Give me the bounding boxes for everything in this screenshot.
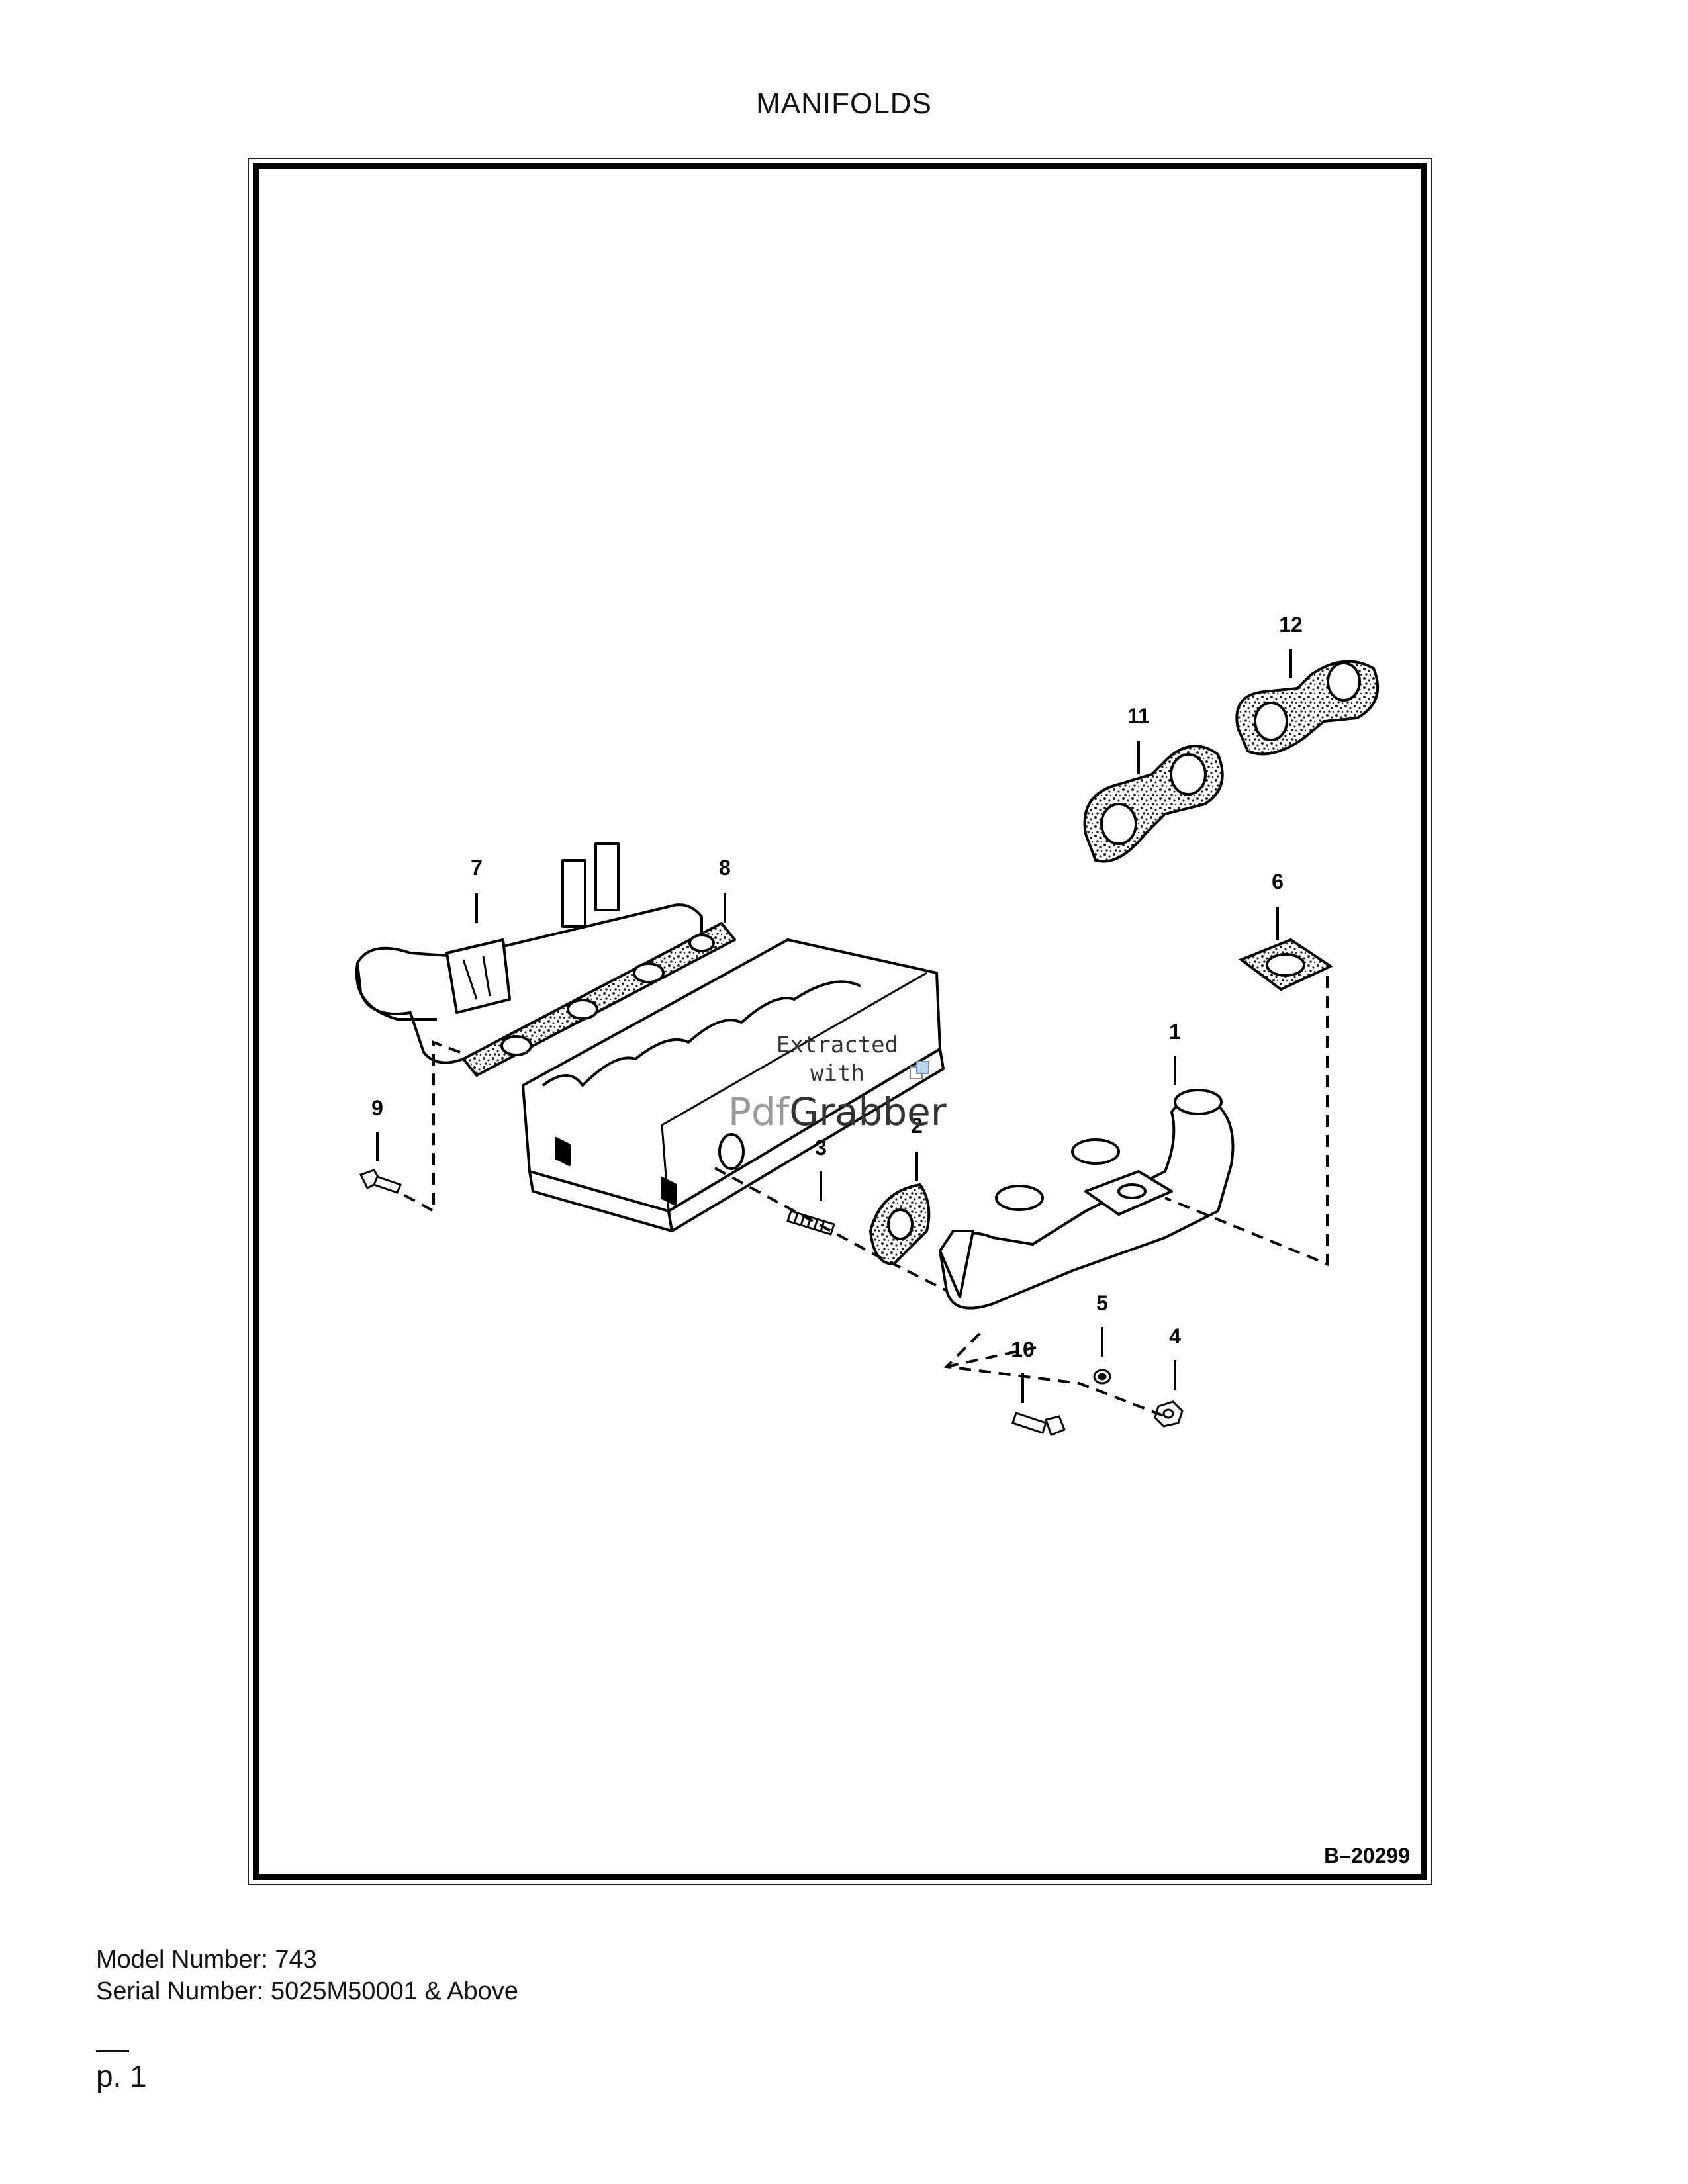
exhaust-port-gasket: [868, 1183, 931, 1266]
callout-9: 9: [371, 1096, 383, 1120]
assembly-lines: [397, 976, 1329, 1418]
callout-3: 3: [815, 1136, 827, 1160]
washer: [1093, 1369, 1111, 1385]
diagram-frame: [253, 163, 1427, 1880]
callout-12: 12: [1279, 613, 1303, 637]
callout-4: 4: [1169, 1324, 1181, 1348]
watermark-brand-prefix: Pdf: [728, 1089, 790, 1134]
intake-manifold: [355, 842, 703, 1064]
callout-1: 1: [1169, 1020, 1181, 1044]
cylinder-head: [522, 938, 945, 1232]
page-number: p. 1: [96, 2059, 147, 2093]
intake-gasket: [462, 922, 736, 1077]
watermark-line-2: with: [810, 1060, 865, 1087]
page-title: MANIFOLDS: [756, 87, 932, 120]
callout-7: 7: [471, 856, 483, 880]
diagram-frame-outer: [248, 158, 1432, 1885]
callout-5: 5: [1096, 1291, 1108, 1315]
exhaust-manifold: [939, 1089, 1235, 1310]
gasket-11: [1083, 745, 1224, 863]
model-number: Model Number: 743: [96, 1946, 317, 1974]
page-number-rule: [96, 2050, 129, 2052]
gasket-12: [1235, 660, 1380, 756]
nut: [1154, 1400, 1184, 1428]
callout-8: 8: [719, 856, 731, 880]
watermark-line-1: Extracted: [776, 1032, 898, 1058]
stud: [786, 1210, 835, 1236]
leader-lines: [376, 649, 1292, 1403]
figure-id: B–20299: [1324, 1844, 1410, 1868]
callout-11: 11: [1127, 704, 1150, 728]
watermark-brand-name: Grabber: [789, 1089, 947, 1134]
callout-10: 10: [1011, 1338, 1035, 1361]
exhaust-outlet-gasket: [1238, 938, 1334, 991]
watermark-brand: PdfGrabber: [728, 1089, 947, 1134]
bolt-9: [359, 1169, 402, 1194]
callout-2: 2: [911, 1114, 923, 1138]
serial-number: Serial Number: 5025M50001 & Above: [96, 1978, 518, 2005]
bolt-10: [1011, 1412, 1066, 1436]
watermark-logo-icon: [910, 1061, 929, 1079]
watermark: Extracted with PdfGrabber: [728, 1032, 947, 1134]
callout-6: 6: [1272, 870, 1284, 893]
